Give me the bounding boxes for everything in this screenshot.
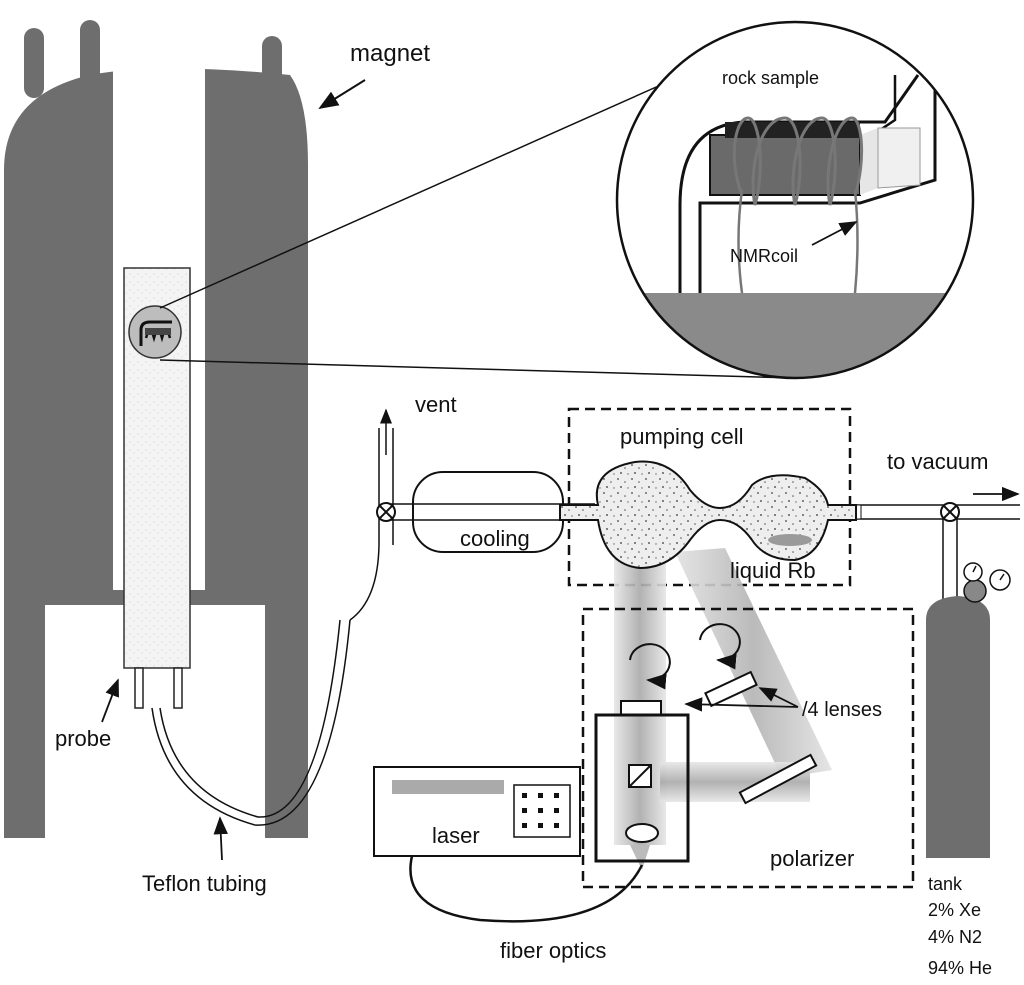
- tank-he-line: 94% He: [928, 958, 992, 978]
- pumping-cell-glass: [559, 460, 857, 570]
- tank-n2-line: 4% N2: [928, 927, 982, 947]
- laser-beam-cone: [630, 845, 650, 870]
- quarter-wave-plate-top: [620, 700, 662, 716]
- teflon-tubing-arrow: [213, 816, 228, 861]
- lenses-arrow-diagonal: [758, 687, 799, 708]
- polarizer-label: polarizer: [770, 846, 854, 871]
- probe-leg-right: [173, 667, 183, 709]
- nmr-coil-label: NMRcoil: [730, 246, 798, 266]
- liquid-rb-pool: [768, 534, 812, 546]
- magnet-label: magnet: [350, 40, 430, 67]
- mini-sample-icon: [128, 305, 182, 359]
- teflon-tubing: [151, 619, 351, 826]
- zoom-line-top: [159, 83, 664, 309]
- to-vacuum-label: to vacuum: [887, 449, 989, 474]
- lenses-arrow-top: [684, 697, 799, 712]
- magnet-arrow: [318, 79, 366, 110]
- collimating-lens: [625, 823, 659, 843]
- zoom-line-bottom: [159, 359, 796, 379]
- probe-label: probe: [55, 726, 111, 751]
- laser-beam-diagonal: [675, 548, 832, 778]
- gas-tank: [926, 562, 1011, 858]
- fiber-optics-cable: [409, 855, 644, 923]
- valve-icon-vent[interactable]: [376, 502, 396, 522]
- pressure-gauge-icon: [963, 562, 1011, 591]
- laser-label: laser: [432, 823, 480, 848]
- rock-sample-label: rock sample: [722, 68, 819, 88]
- polarizer-box: [581, 607, 915, 889]
- rotation-arrow-left-icon: [629, 643, 671, 690]
- teflon-tubing-label: Teflon tubing: [142, 871, 267, 896]
- cooling-label: cooling: [460, 526, 530, 551]
- laser-unit: [373, 766, 581, 857]
- vent-label: vent: [415, 392, 457, 417]
- probe-leg-left: [134, 667, 144, 709]
- pumping-cell-label: pumping cell: [620, 424, 744, 449]
- probe-arrow: [101, 678, 119, 723]
- mirror: [738, 753, 818, 805]
- valve-icon-vacuum[interactable]: [940, 502, 960, 522]
- tank-label: tank: [928, 874, 963, 894]
- beam-splitter-icon: [628, 764, 652, 788]
- tank-xe-line: 2% Xe: [928, 900, 981, 920]
- nmr-coil-arrow: [811, 221, 858, 246]
- liquid-rb-label: liquid Rb: [730, 558, 816, 583]
- optics-housing: [594, 713, 690, 863]
- quarter-wave-plate-diagonal: [704, 670, 758, 708]
- fiber-optics-label: fiber optics: [500, 938, 606, 963]
- rotation-arrow-right-icon: [699, 623, 741, 670]
- lenses-label: /4 lenses: [802, 699, 882, 721]
